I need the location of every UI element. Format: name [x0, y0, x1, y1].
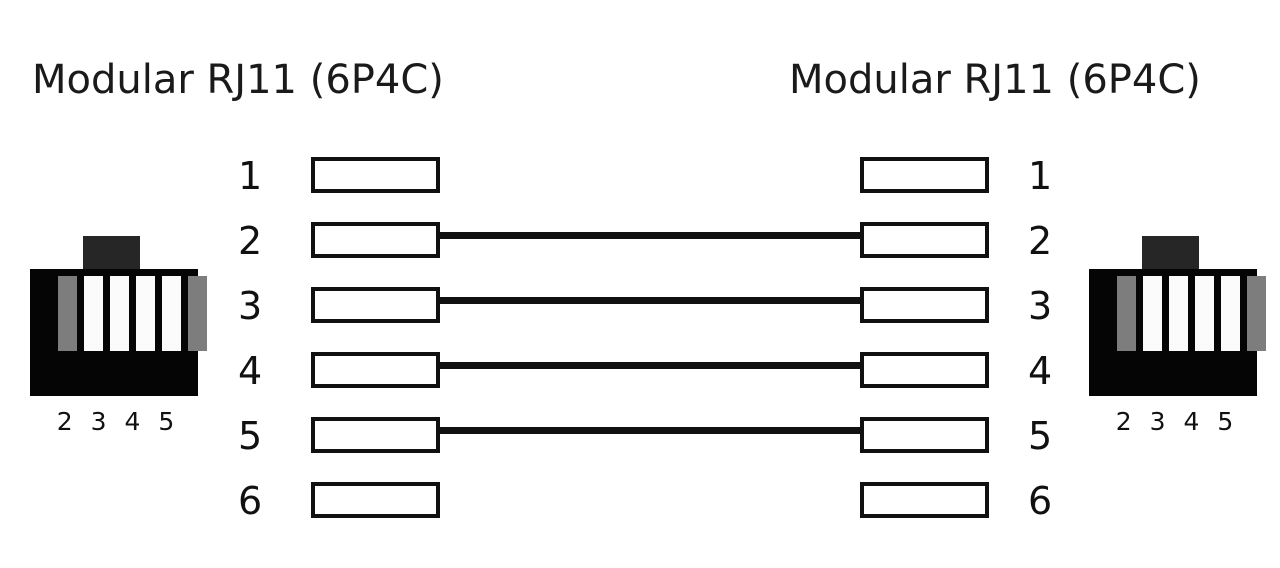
right-pin-number-3: 3 [1028, 284, 1053, 328]
right-pin-terminal-1 [860, 157, 989, 193]
connector-contact-6 [1247, 276, 1266, 351]
right-connector-contact-labels: 2 3 4 5 [1115, 407, 1239, 436]
left-pin-number-3: 3 [238, 284, 263, 328]
wire-pin-5-to-pin-5 [438, 427, 862, 434]
left-pin-terminal-6 [311, 482, 440, 518]
connector-latch-tab-icon [83, 236, 140, 272]
right-pin-number-2: 2 [1028, 219, 1053, 263]
connector-contact-6 [188, 276, 207, 351]
right-rj11-connector-illustration: 2 3 4 5 [1084, 236, 1270, 456]
connector-contact-1 [1117, 276, 1136, 351]
right-pin-terminal-3 [860, 287, 989, 323]
left-pin-terminal-1 [311, 157, 440, 193]
wire-pin-4-to-pin-4 [438, 362, 862, 369]
right-pin-terminal-6 [860, 482, 989, 518]
left-pin-number-6: 6 [238, 479, 263, 523]
right-pin-number-1: 1 [1028, 154, 1053, 198]
wire-pin-2-to-pin-2 [438, 232, 862, 239]
right-connector-title: Modular RJ11 (6P4C) [789, 57, 1201, 103]
connector-contact-1 [58, 276, 77, 351]
right-pin-number-5: 5 [1028, 414, 1053, 458]
right-pin-terminal-4 [860, 352, 989, 388]
right-pin-terminal-5 [860, 417, 989, 453]
connector-contact-2 [1143, 276, 1162, 351]
left-connector-title: Modular RJ11 (6P4C) [32, 57, 444, 103]
wire-pin-3-to-pin-3 [438, 297, 862, 304]
connector-contact-2 [84, 276, 103, 351]
left-pin-terminal-2 [311, 222, 440, 258]
left-pin-number-2: 2 [238, 219, 263, 263]
right-pin-number-6: 6 [1028, 479, 1053, 523]
right-pin-number-4: 4 [1028, 349, 1053, 393]
right-pin-terminal-2 [860, 222, 989, 258]
connector-contact-3 [1169, 276, 1188, 351]
connector-contact-3 [110, 276, 129, 351]
left-pin-number-5: 5 [238, 414, 263, 458]
left-pin-number-4: 4 [238, 349, 263, 393]
connector-contact-5 [1221, 276, 1240, 351]
connector-contact-4 [1195, 276, 1214, 351]
left-pin-terminal-5 [311, 417, 440, 453]
left-connector-contact-labels: 2 3 4 5 [56, 407, 180, 436]
left-rj11-connector-illustration: 2 3 4 5 [25, 236, 211, 456]
connector-contact-5 [162, 276, 181, 351]
left-pin-terminal-3 [311, 287, 440, 323]
connector-contact-4 [136, 276, 155, 351]
connector-latch-tab-icon [1142, 236, 1199, 272]
left-pin-terminal-4 [311, 352, 440, 388]
left-pin-number-1: 1 [238, 154, 263, 198]
